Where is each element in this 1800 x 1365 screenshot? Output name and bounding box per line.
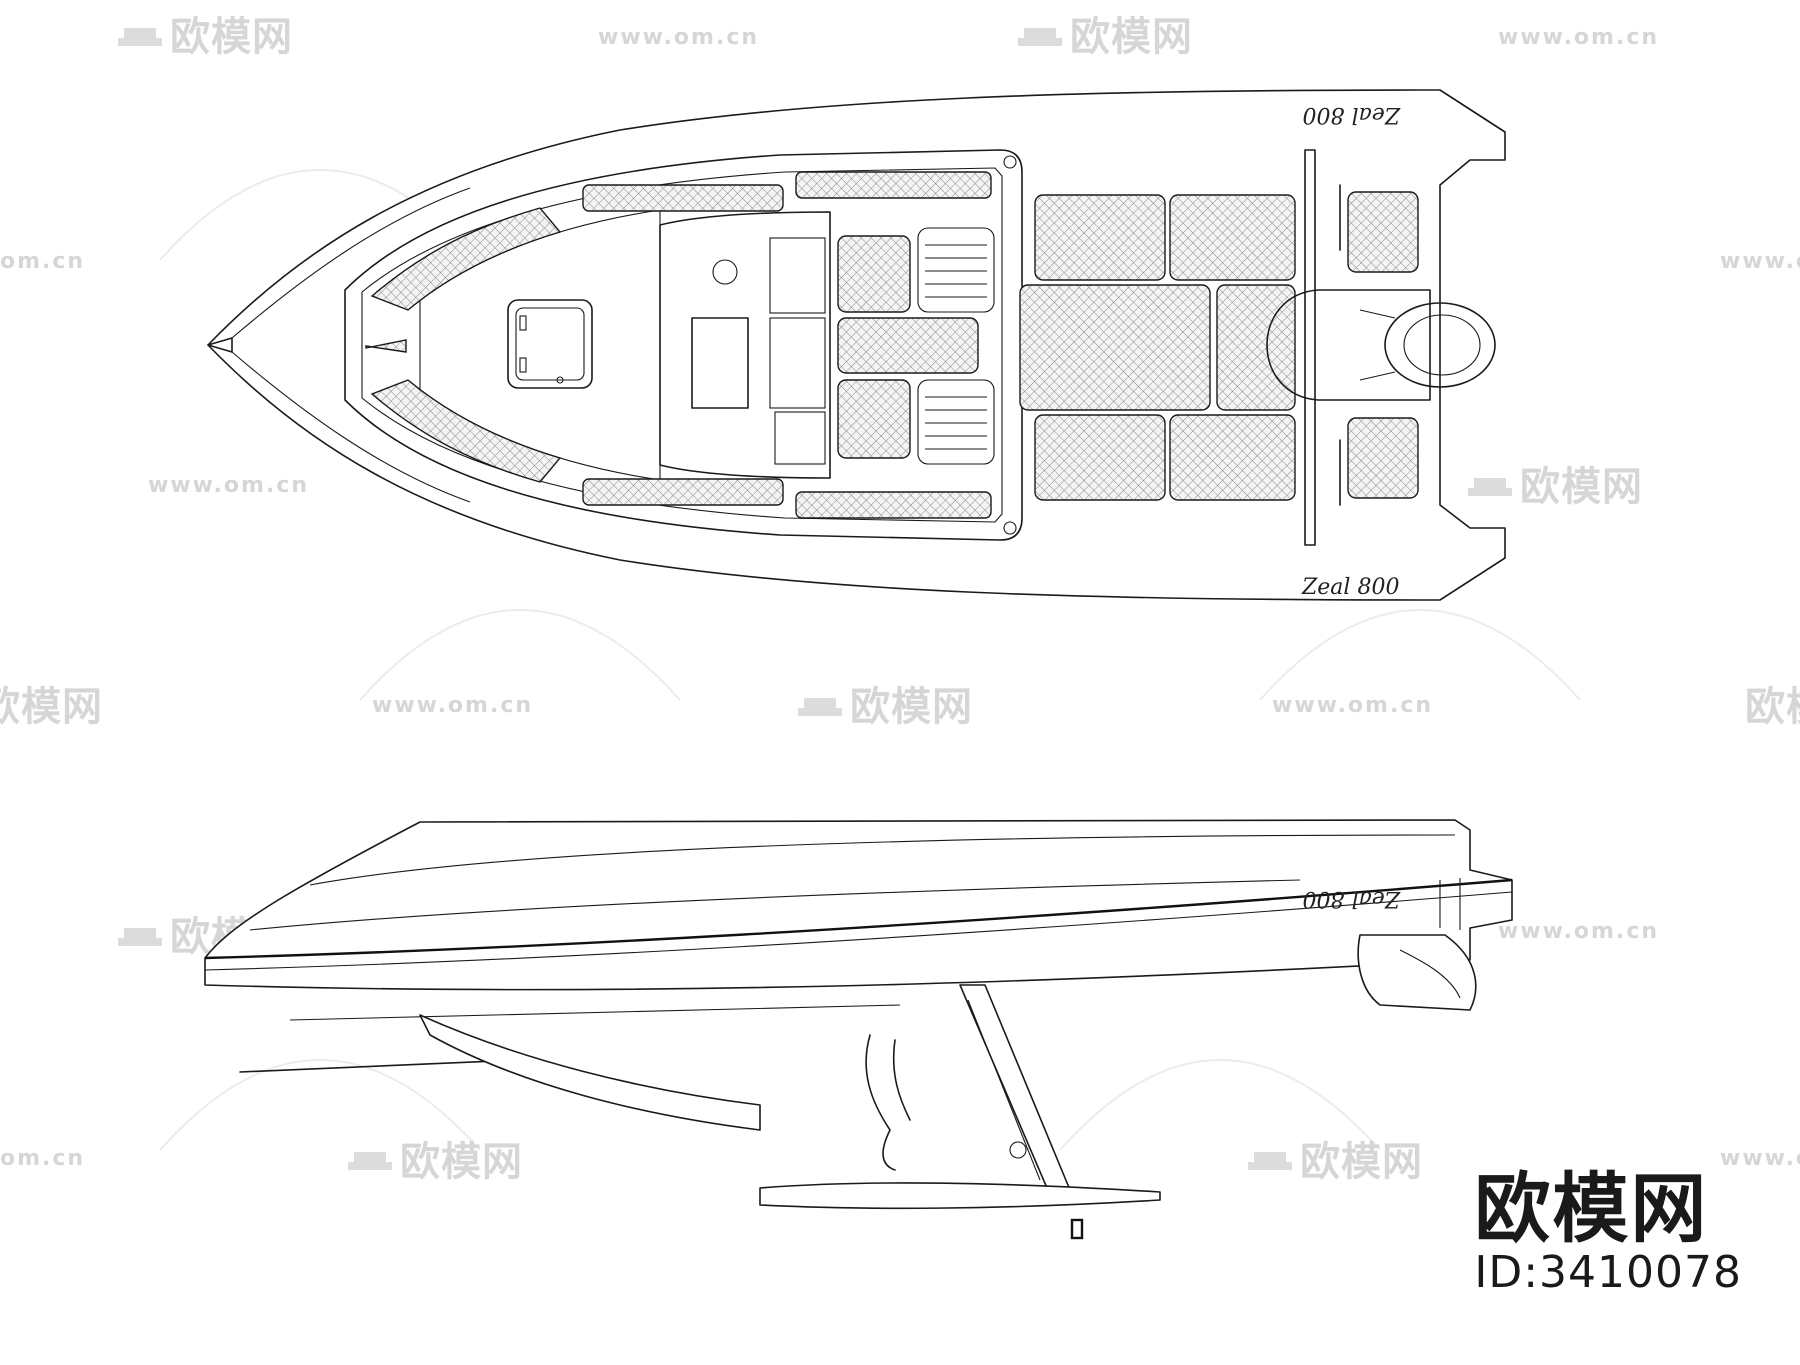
console-step — [774, 411, 826, 465]
hatch-hinge — [519, 357, 527, 373]
engine-bracket — [1439, 878, 1461, 930]
watermark-url-short: om.cn — [0, 249, 85, 274]
fitting-icon — [1003, 521, 1017, 535]
bow-tip — [207, 337, 233, 353]
corner-logo: 欧模网 ID:3410078 — [1474, 1169, 1742, 1297]
boat-top-view: Zeal 800 Zeal 800 — [207, 89, 1506, 601]
watermark-url: www.om.cn — [1720, 1146, 1800, 1171]
hull-name-side: Zeal 800 — [1303, 886, 1401, 911]
watermark-url: www.om.cn — [1498, 25, 1659, 50]
fitting-icon — [1009, 1141, 1027, 1159]
tube-inner — [361, 167, 1003, 523]
engine-cowl-line — [1399, 949, 1461, 999]
sheer-line — [309, 834, 1456, 886]
watermark-brand: 欧模网 — [1745, 684, 1800, 730]
hull-name-bottom: Zeal 800 — [1301, 575, 1399, 600]
rider-leg — [865, 1034, 896, 1171]
rub-rail — [204, 878, 1513, 960]
rider-leg — [892, 1039, 911, 1121]
steering-wheel-icon — [712, 259, 738, 285]
cockpit-seat-pads — [837, 227, 995, 465]
console-outline — [659, 211, 831, 479]
boat-side-view: Zeal 800 — [204, 819, 1513, 1240]
watermark-url: www.om.cn — [1272, 693, 1433, 718]
hull-name-top: Zeal 800 — [1303, 102, 1401, 127]
hatch-hinge — [519, 315, 527, 331]
lower-hull — [419, 1014, 761, 1131]
engine-well — [1266, 289, 1431, 401]
watermark-brand: 欧模网 — [1300, 1139, 1423, 1185]
keel-line — [239, 1059, 521, 1073]
watermark-brand: 欧模网 — [1520, 464, 1643, 510]
tube-outline — [344, 149, 1023, 541]
aft-deck-pads — [1019, 191, 1419, 501]
console-seat-front — [769, 317, 826, 409]
fitting-icon — [1003, 155, 1017, 169]
tube-non-slip-pads — [365, 171, 992, 519]
watermark-brand: 欧模网 — [400, 1139, 523, 1185]
rub-rail-lower — [204, 891, 1513, 971]
foil-strut — [959, 984, 1071, 1196]
watermark-url: www.om.cn — [148, 473, 309, 498]
foil-strut-inner — [967, 999, 1041, 1181]
foil-tip — [1070, 1218, 1084, 1240]
stern-pontoon-edge — [1439, 89, 1506, 601]
hull-outline-side — [204, 819, 1513, 991]
hatch-inner — [515, 307, 585, 381]
watermark-url: www.om.cn — [1720, 249, 1800, 274]
forward-hatch — [507, 299, 593, 389]
deck-line — [231, 351, 471, 503]
engine-mount — [1359, 309, 1396, 381]
watermark-url: www.om.cn — [1498, 919, 1659, 944]
console-seat-back — [769, 237, 826, 314]
watermark-brand: 欧模网 — [170, 14, 293, 60]
deck-line — [231, 187, 471, 339]
hatch-latch — [556, 376, 564, 384]
watermark-brand: 欧模网 — [1070, 14, 1193, 60]
transom-rail — [1304, 149, 1316, 546]
watermark-brand: 欧模网 — [0, 684, 103, 730]
corner-logo-brand: 欧模网 — [1474, 1163, 1709, 1253]
outboard-engine-top — [1384, 302, 1496, 388]
console-panel — [691, 317, 749, 409]
watermark-url: www.om.cn — [372, 693, 533, 718]
watermark-url: www.om.cn — [598, 25, 759, 50]
hydrofoil-wing — [759, 1182, 1161, 1210]
watermark-url-short: om.cn — [0, 1146, 85, 1171]
asset-id-label: ID:3410078 — [1474, 1246, 1742, 1298]
watermark-brand: 欧模网 — [850, 684, 973, 730]
engine-cowl — [1403, 314, 1481, 376]
waterline — [289, 1004, 901, 1021]
chine-line — [249, 879, 1301, 931]
outboard-engine-side — [1357, 934, 1477, 1011]
